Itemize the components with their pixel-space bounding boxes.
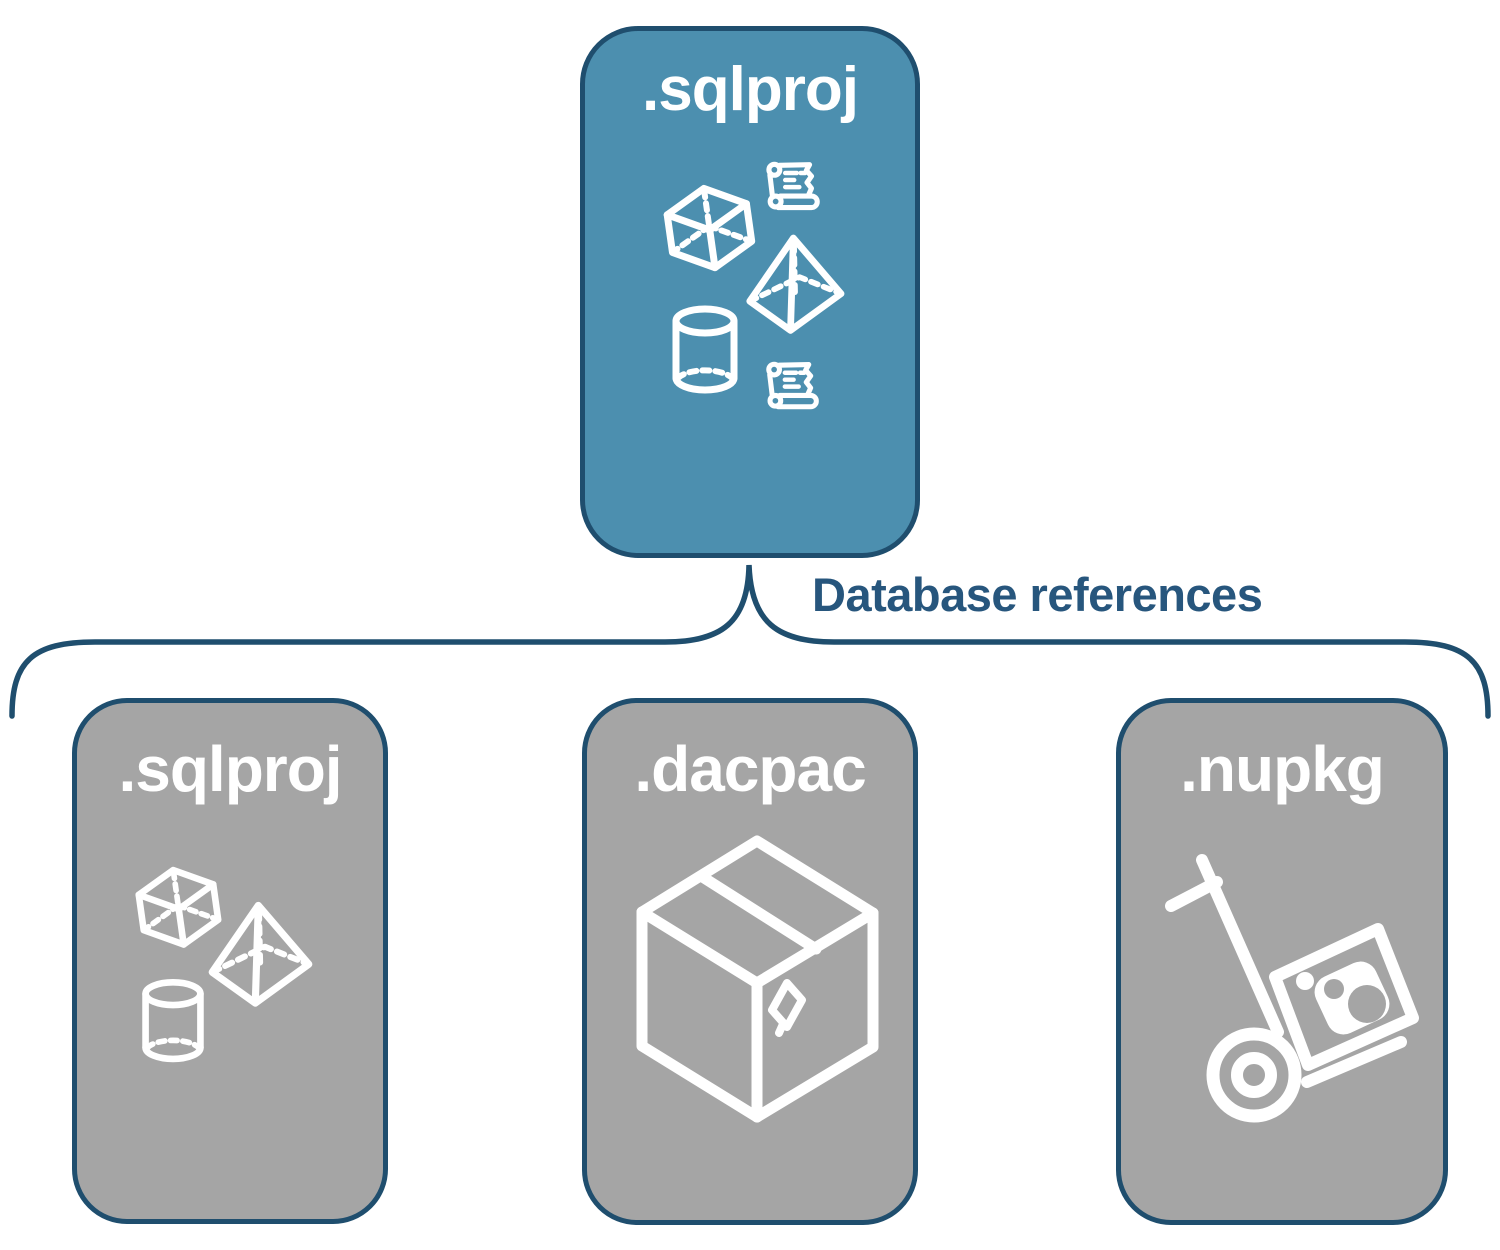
package-box-icon: [636, 835, 879, 1123]
nuget-package-icon: [1296, 961, 1390, 1035]
cylinder-icon: [672, 305, 738, 394]
cylinder-icon: [142, 979, 204, 1063]
hand-truck-icon: [1165, 854, 1419, 1123]
pyramid-icon: [208, 901, 313, 1007]
cube-icon: [135, 866, 222, 948]
script-scroll-icon: [766, 361, 819, 410]
root-node-label: .sqlproj: [642, 55, 859, 124]
connector-label: Database references: [812, 568, 1263, 621]
cube-icon: [663, 184, 756, 272]
child-node-label: .nupkg: [1180, 733, 1385, 805]
script-scroll-icon: [766, 161, 820, 211]
pyramid-icon: [746, 234, 845, 334]
child-node-label: .dacpac: [634, 733, 866, 805]
node-root-sqlproj: .sqlproj: [580, 26, 920, 558]
child-node-label: .sqlproj: [118, 733, 342, 805]
